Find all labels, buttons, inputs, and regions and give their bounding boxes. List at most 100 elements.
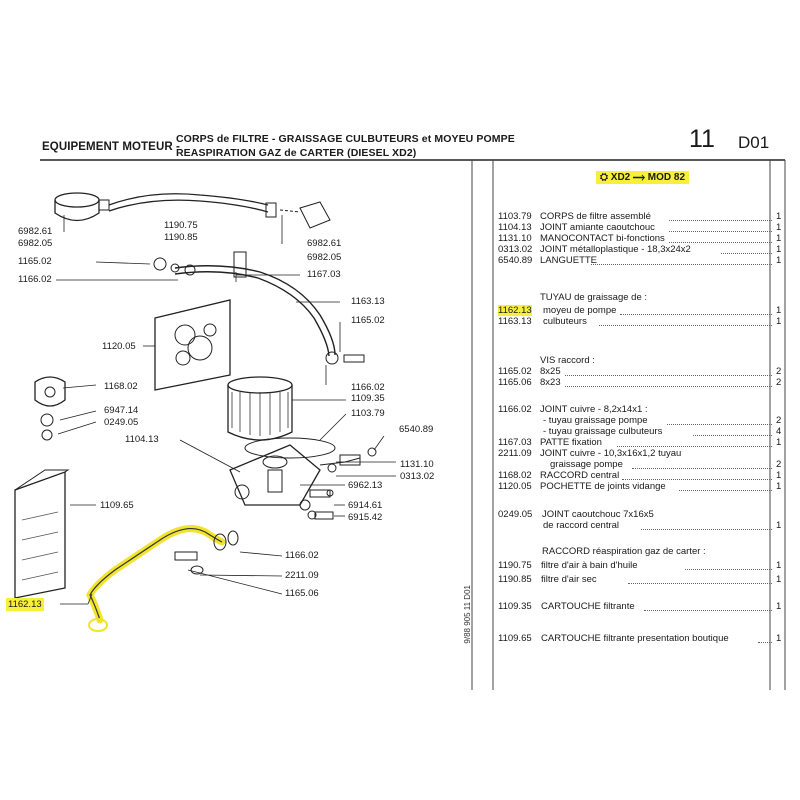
part-quantity: 1 bbox=[776, 437, 782, 448]
label-1166-02-top: 1166.02 bbox=[18, 274, 52, 285]
label-1162-13: 1162.13 bbox=[6, 598, 44, 611]
part-quantity: 2 bbox=[776, 366, 782, 377]
engine-icon: ⛭ bbox=[600, 172, 611, 183]
part-quantity: 1 bbox=[776, 244, 782, 255]
part-description: VIS raccord : bbox=[540, 355, 595, 366]
part-description: 8x25 bbox=[540, 366, 561, 377]
side-code: 9/88 905 11 D01 bbox=[463, 585, 472, 644]
label-1190-85: 1190.85 bbox=[164, 232, 198, 243]
dot-leader bbox=[685, 569, 772, 570]
part-ref: 1168.02 bbox=[498, 470, 532, 481]
part-quantity: 1 bbox=[776, 211, 782, 222]
dot-leader bbox=[632, 468, 772, 469]
part-description: CARTOUCHE filtrante bbox=[541, 601, 635, 612]
part-ref: 1190.85 bbox=[498, 574, 532, 585]
part-quantity: 1 bbox=[776, 222, 782, 233]
label-6982-61-left: 6982.61 bbox=[18, 226, 53, 237]
part-quantity: 1 bbox=[776, 305, 782, 316]
dot-leader bbox=[758, 642, 772, 643]
dot-leader bbox=[692, 435, 772, 436]
label-1109-65: 1109.65 bbox=[100, 500, 134, 511]
part-description: moyeu de pompe bbox=[543, 305, 617, 316]
part-quantity: 1 bbox=[776, 633, 782, 644]
dot-leader bbox=[666, 424, 772, 425]
part-ref: 6540.89 bbox=[498, 255, 533, 266]
dot-leader bbox=[679, 490, 772, 491]
part-description: TUYAU de graissage de : bbox=[540, 292, 648, 303]
part-description: LANGUETTE bbox=[540, 255, 598, 266]
label-1166-02-mid: 1166.02 bbox=[351, 382, 385, 393]
model-tag: ⛭ XD2 ⟶ MOD 82 bbox=[596, 171, 690, 184]
part-description: CARTOUCHE filtrante presentation boutiqu… bbox=[541, 633, 729, 644]
part-quantity: 2 bbox=[776, 459, 782, 470]
part-description: RACCORD central bbox=[540, 470, 620, 481]
part-description: filtre d'air à bain d'huile bbox=[541, 560, 638, 571]
part-quantity: 1 bbox=[776, 560, 782, 571]
part-description: JOINT amiante caoutchouc bbox=[540, 222, 655, 233]
dot-leader bbox=[668, 242, 772, 243]
part-quantity: 1 bbox=[776, 316, 782, 327]
part-ref: 1109.35 bbox=[498, 601, 532, 612]
dot-leader bbox=[599, 325, 772, 326]
label-6540-89: 6540.89 bbox=[399, 424, 434, 435]
label-1167-03: 1167.03 bbox=[307, 269, 341, 280]
part-description: POCHETTE de joints vidange bbox=[540, 481, 666, 492]
part-quantity: 1 bbox=[776, 601, 782, 612]
part-ref: 1190.75 bbox=[498, 560, 532, 571]
part-ref: 1162.13 bbox=[498, 305, 532, 316]
part-description: MANOCONTACT bi-fonctions bbox=[540, 233, 665, 244]
part-description: JOINT caoutchouc 7x16x5 bbox=[542, 509, 654, 520]
part-description: culbuteurs bbox=[543, 316, 587, 327]
part-quantity: 1 bbox=[776, 481, 782, 492]
part-description: de raccord central bbox=[543, 520, 620, 531]
part-quantity: 2 bbox=[776, 415, 782, 426]
part-ref: 1109.65 bbox=[498, 633, 532, 644]
part-ref: 1103.79 bbox=[498, 211, 532, 222]
dot-leader bbox=[643, 610, 772, 611]
label-6982-05-right: 6982.05 bbox=[307, 252, 342, 263]
dot-leader bbox=[668, 231, 772, 232]
label-1190-75: 1190.75 bbox=[164, 220, 198, 231]
page-title-line1: CORPS de FILTRE - GRAISSAGE CULBUTEURS e… bbox=[176, 133, 515, 145]
group-number: 11 bbox=[689, 125, 715, 153]
dot-leader bbox=[628, 583, 772, 584]
part-quantity: 1 bbox=[776, 470, 782, 481]
page-title-line2: REASPIRATION GAZ de CARTER (DIESEL XD2) bbox=[176, 147, 417, 159]
label-6962-13: 6962.13 bbox=[348, 480, 383, 491]
dot-leader bbox=[640, 529, 772, 530]
label-1104-13: 1104.13 bbox=[125, 434, 159, 445]
part-description: - tuyau graissage culbuteurs bbox=[543, 426, 663, 437]
part-quantity: 2 bbox=[776, 377, 782, 388]
label-1163-13: 1163.13 bbox=[351, 296, 385, 307]
part-description: PATTE fixation bbox=[540, 437, 602, 448]
label-2211-09: 2211.09 bbox=[285, 570, 319, 581]
section-title: EQUIPEMENT MOTEUR - bbox=[42, 141, 180, 153]
part-description: CORPS de filtre assemblé bbox=[540, 211, 651, 222]
label-0313-02: 0313.02 bbox=[400, 471, 435, 482]
label-1165-02-top: 1165.02 bbox=[18, 256, 52, 267]
dot-leader bbox=[622, 479, 772, 480]
part-ref: 1167.03 bbox=[498, 437, 532, 448]
label-1120-05: 1120.05 bbox=[102, 341, 136, 352]
label-6982-61-right: 6982.61 bbox=[307, 238, 342, 249]
model-tag-text: XD2 ⟶ MOD 82 bbox=[610, 172, 686, 183]
part-ref: 0313.02 bbox=[498, 244, 533, 255]
catalog-code: D01 bbox=[738, 133, 770, 152]
label-6914-61: 6914.61 bbox=[348, 500, 383, 511]
part-description: JOINT métalloplastique - 18,3x24x2 bbox=[540, 244, 691, 255]
dot-leader bbox=[564, 386, 772, 387]
part-quantity: 1 bbox=[776, 255, 782, 266]
part-description: 8x23 bbox=[540, 377, 561, 388]
part-description: - tuyau graissage pompe bbox=[543, 415, 648, 426]
dot-leader bbox=[720, 253, 772, 254]
dot-leader bbox=[564, 375, 772, 376]
label-1166-02-low: 1166.02 bbox=[285, 550, 319, 561]
part-quantity: 1 bbox=[776, 233, 782, 244]
part-ref: 0249.05 bbox=[498, 509, 533, 520]
label-1103-79: 1103.79 bbox=[351, 408, 385, 419]
label-1168-02: 1168.02 bbox=[104, 381, 138, 392]
label-0249-05: 0249.05 bbox=[104, 417, 139, 428]
part-description: graissage pompe bbox=[550, 459, 623, 470]
label-1165-06: 1165.06 bbox=[285, 588, 319, 599]
